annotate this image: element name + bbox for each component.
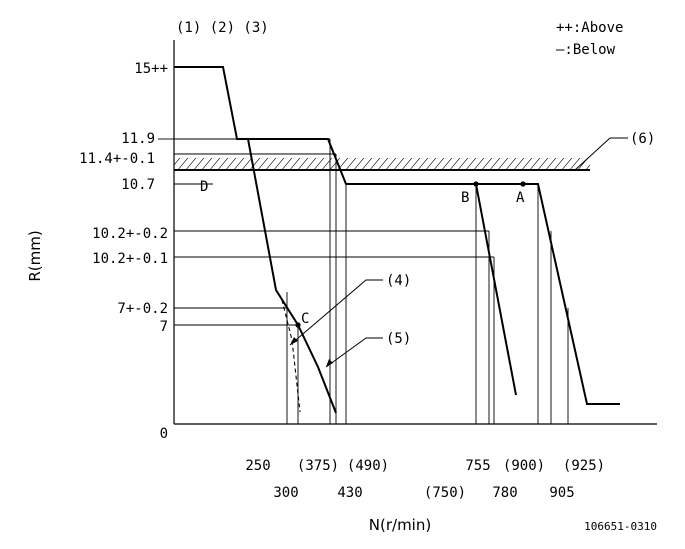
- limit-hatch: [174, 158, 590, 170]
- x-label-430: 430: [337, 485, 362, 501]
- callout-4: (4): [386, 273, 411, 289]
- curve-start-step: [174, 66, 248, 140]
- legend-above: ++:Above: [556, 20, 623, 36]
- leader-6: [574, 137, 628, 171]
- y-tick-labels: 15++ 11.9 11.4+-0.1 10.7 10.2+-0.2 10.2+…: [79, 61, 168, 442]
- callout-6: (6): [630, 131, 655, 147]
- reference-lines-vertical: [286, 139, 569, 424]
- y-label-10-2a: 10.2+-0.2: [92, 226, 168, 242]
- callout-arrowheads: [290, 337, 333, 367]
- y-label-11-4: 11.4+-0.1: [79, 151, 155, 167]
- y-label-10-2b: 10.2+-0.1: [92, 251, 168, 267]
- x-label-250: 250: [245, 458, 270, 474]
- curve-low-speed: [247, 138, 337, 414]
- curve-b-droop: [475, 183, 517, 396]
- y-label-7: 7: [160, 319, 168, 335]
- y-axis-title: R(mm): [26, 230, 44, 281]
- point-c-label: C: [301, 311, 309, 327]
- callout-leaders: [289, 137, 628, 368]
- callout-5: (5): [386, 331, 411, 347]
- y-label-7a: 7+-0.2: [117, 301, 168, 317]
- x-label-300: 300: [273, 485, 298, 501]
- curve-a-droop: [476, 183, 620, 405]
- x-label-755: 755: [465, 458, 490, 474]
- point-d-label: D: [200, 179, 208, 195]
- x-label-900: (900): [503, 458, 545, 474]
- x-label-750: (750): [424, 485, 466, 501]
- point-a-label: A: [516, 190, 525, 206]
- x-label-375: (375): [297, 458, 339, 474]
- drawing-code: 106651-0310: [584, 520, 657, 533]
- leader-5: [325, 337, 383, 368]
- y-label-15: 15++: [134, 61, 168, 77]
- legend-below: —:Below: [556, 42, 616, 58]
- characteristic-curves: [174, 66, 620, 414]
- reference-lines-horizontal: [158, 138, 494, 326]
- x-label-780: 780: [492, 485, 517, 501]
- point-b-marker: [473, 181, 479, 187]
- x-label-490: (490): [347, 458, 389, 474]
- y-label-0: 0: [160, 426, 168, 442]
- condition-tags: (1) (2) (3): [176, 20, 269, 36]
- x-tick-labels: 250 300 (375) 430 (490) (750) 755 780 (9…: [245, 458, 605, 501]
- point-b-label: B: [461, 190, 469, 206]
- y-label-11-9: 11.9: [121, 131, 155, 147]
- x-label-925: (925): [563, 458, 605, 474]
- x-label-905: 905: [549, 485, 574, 501]
- point-a-marker: [520, 181, 526, 187]
- leader-4: [289, 279, 383, 346]
- x-axis-title: N(r/min): [369, 516, 431, 534]
- dashed-branch: [281, 299, 301, 413]
- point-c-marker: [295, 322, 301, 328]
- curve-top-plateau: [248, 138, 476, 185]
- y-label-10-7: 10.7: [121, 177, 155, 193]
